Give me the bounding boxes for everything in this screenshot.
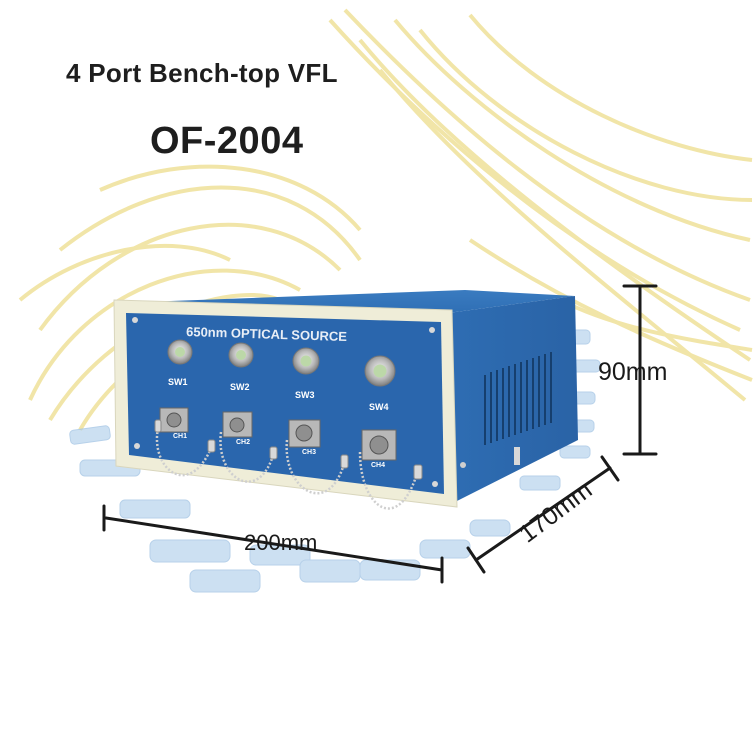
- fiber-ports: [159, 407, 397, 461]
- device: 650nm OPTICAL SOURCE SW1 SW2 SW3 SW4 CH1…: [113, 290, 578, 510]
- width-dimension: 200mm: [244, 530, 318, 555]
- ch2-port[interactable]: [222, 411, 253, 438]
- ch4-label: CH4: [371, 462, 385, 469]
- ch1-port[interactable]: [159, 407, 189, 433]
- switch-buttons: [167, 339, 396, 387]
- ch3-label: CH3: [302, 449, 316, 456]
- sw3-label: SW3: [295, 390, 315, 400]
- dust-cap-chains: [155, 427, 420, 510]
- sw1-label: SW1: [168, 377, 188, 387]
- sw2-label: SW2: [230, 382, 250, 392]
- model-number: OF-2004: [150, 120, 304, 162]
- product-title: 4 Port Bench-top VFL: [66, 58, 338, 88]
- height-dimension: 90mm: [598, 358, 668, 386]
- ch1-label: CH1: [173, 433, 187, 440]
- dimension-lines: [102, 284, 658, 584]
- vent-slots: [484, 352, 552, 445]
- ch4-port[interactable]: [361, 429, 397, 461]
- ch3-port[interactable]: [288, 419, 321, 448]
- panel-label: 650nm OPTICAL SOURCE: [186, 324, 348, 344]
- ch2-label: CH2: [236, 439, 250, 446]
- sw4-label: SW4: [369, 402, 389, 412]
